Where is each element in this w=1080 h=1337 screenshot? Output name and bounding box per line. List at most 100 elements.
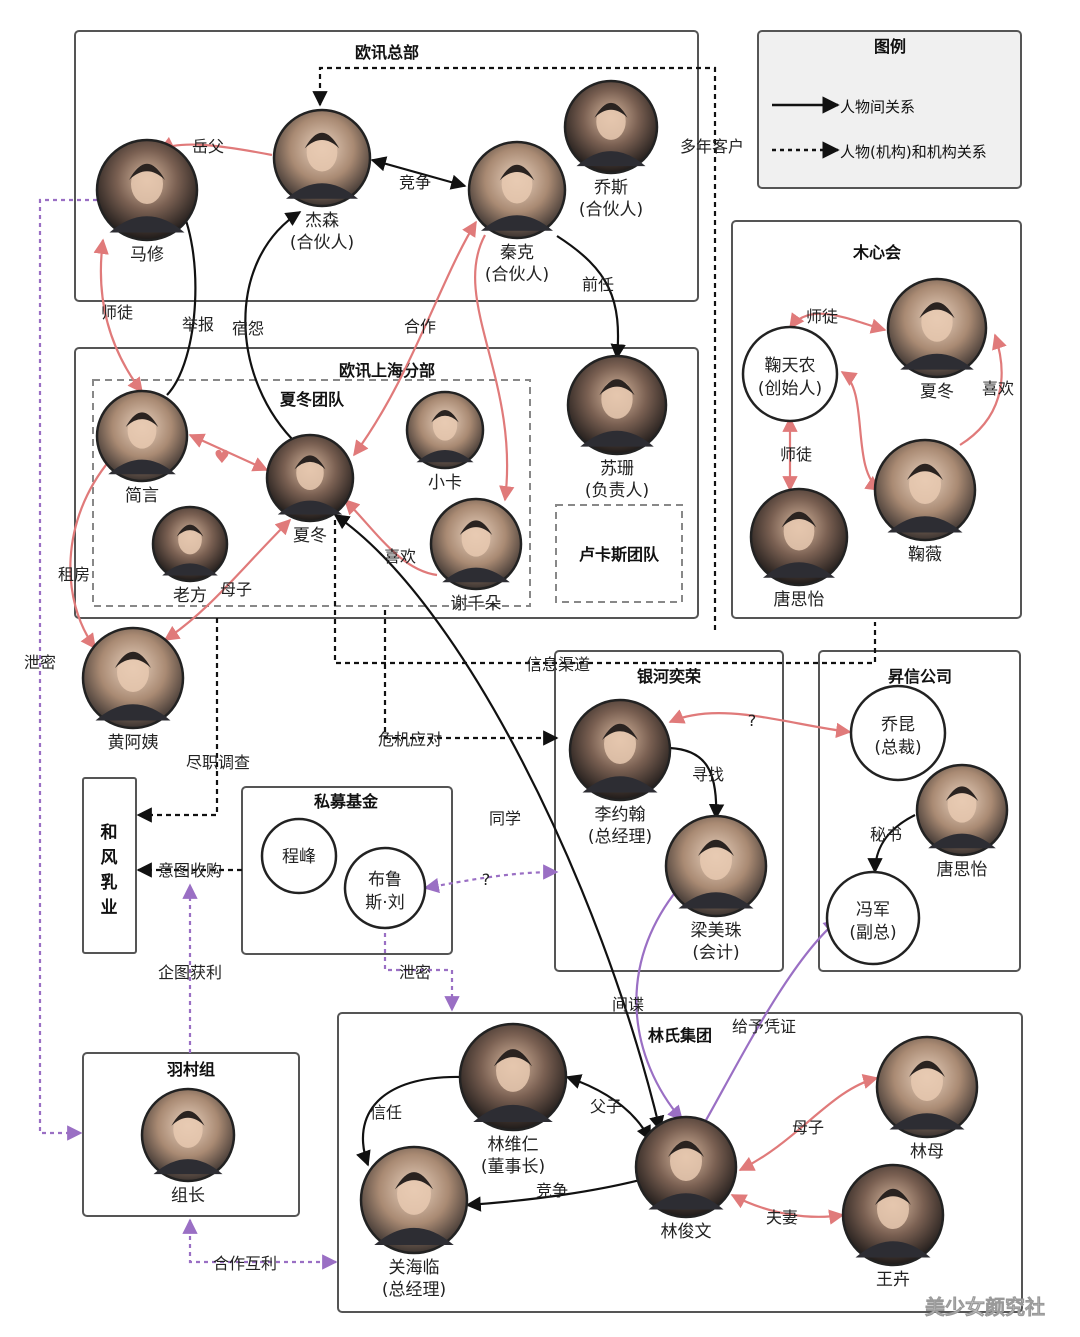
face-shape xyxy=(127,412,157,449)
shoulders-shape xyxy=(286,183,358,199)
hair-shape xyxy=(875,1188,911,1205)
link-jiyu xyxy=(704,919,840,1123)
person-name: 梁美珠 xyxy=(691,921,742,941)
hair-shape xyxy=(171,1110,205,1126)
link-jingzheng1 xyxy=(370,156,467,190)
person-node-liangmeizhu: 梁美珠(会计) xyxy=(664,814,768,963)
hair-shape xyxy=(907,463,943,480)
shoulders-shape xyxy=(582,776,658,793)
label-zufang: 租房 xyxy=(58,565,90,584)
person-role: (副总) xyxy=(849,923,896,943)
label-shitu2: 师徒 xyxy=(806,307,838,326)
person-node-xiadong2: 夏冬 xyxy=(886,277,988,402)
link-fuv1 xyxy=(474,234,515,502)
link-zufang xyxy=(69,459,111,650)
label-jiyu: 给予凭证 xyxy=(732,1017,796,1036)
label-xunzhao: 寻找 xyxy=(692,765,724,784)
person-node-linweiren: 林维仁(董事长) xyxy=(458,1022,568,1177)
person-name: 苏珊 xyxy=(600,459,634,479)
label-xiemi1: 泄密 xyxy=(24,653,56,672)
link-fuzi xyxy=(565,1074,651,1142)
link-xihuan1 xyxy=(343,498,438,577)
face-shape xyxy=(877,1189,909,1229)
person-node-jutiannong: 鞠天农(创始人) xyxy=(741,325,839,423)
person-name: 秦克 xyxy=(500,243,534,263)
hair-shape xyxy=(499,164,535,181)
person-node-bulusi: 布鲁斯·刘 xyxy=(343,846,427,930)
label-jiandie: 间谍 xyxy=(612,995,644,1014)
person-role: (总经理) xyxy=(382,1280,446,1300)
face-shape xyxy=(178,524,202,555)
face-shape xyxy=(911,1061,943,1101)
link-suyuan xyxy=(244,211,302,446)
link-jinzhi xyxy=(136,618,219,823)
group-title-shengxin: 昇信公司 xyxy=(888,667,952,686)
hair-shape xyxy=(129,163,165,180)
person-role: 斯·刘 xyxy=(365,893,404,913)
person-name: 鞠天农 xyxy=(765,356,816,376)
label-shitu1: 师徒 xyxy=(101,303,133,322)
hair-shape xyxy=(781,511,817,528)
link-xinxi xyxy=(333,520,877,665)
person-role: (合伙人) xyxy=(485,265,549,285)
face-shape xyxy=(601,379,633,419)
hair-shape xyxy=(668,1140,704,1157)
person-node-linjunwen: 林俊文 xyxy=(634,1115,738,1242)
person-node-linmu: 林母 xyxy=(875,1035,979,1162)
face-shape xyxy=(397,1172,431,1215)
person-node-guanhailin: 关海临(总经理) xyxy=(359,1145,469,1300)
person-node-liyuehan: 李约翰(总经理) xyxy=(568,698,672,847)
label-jingzheng2: 竞争 xyxy=(536,1181,568,1200)
person-node-fengjun: 冯军(副总) xyxy=(825,870,921,966)
person-role: (总裁) xyxy=(874,738,921,758)
person-circle xyxy=(849,684,947,782)
person-name: 关海临 xyxy=(389,1258,440,1278)
hair-shape xyxy=(493,1049,533,1067)
label-question1: ? xyxy=(748,711,757,730)
person-node-juwei: 鞠薇 xyxy=(873,438,977,565)
person-circle xyxy=(741,325,839,423)
person-node-tangsiyi: 唐思怡 xyxy=(749,487,849,610)
face-shape xyxy=(783,512,815,551)
legend: 人物间关系 人物(机构)和机构关系 xyxy=(772,96,987,161)
link-xiemi1 xyxy=(38,198,97,1141)
label-mishu: 秘书 xyxy=(870,825,902,844)
hair-shape xyxy=(919,302,955,319)
shoulders-shape xyxy=(763,562,835,578)
person-role: (合伙人) xyxy=(290,233,354,253)
group-title-hefeng: 和风乳业 xyxy=(101,823,118,918)
link-xihuan2 xyxy=(959,333,1007,446)
person-name: 老方 xyxy=(173,586,207,606)
label-muzi2: 母子 xyxy=(792,1118,824,1137)
link-fuv2 xyxy=(840,371,882,491)
person-circle xyxy=(825,870,921,966)
link-tongxue xyxy=(333,514,665,1132)
link-jianyan-xiadong xyxy=(188,433,269,472)
label-muzi1: 母子 xyxy=(220,580,252,599)
box-linshi xyxy=(337,1012,1023,1313)
hair-shape xyxy=(909,1060,945,1077)
link-xunzhao xyxy=(669,746,725,820)
face-shape xyxy=(461,520,491,557)
person-node-xiaoka: 小卡 xyxy=(405,390,485,493)
person-name: 布鲁 xyxy=(368,870,402,890)
link-jingzheng2 xyxy=(465,1178,641,1212)
hair-shape xyxy=(115,651,151,668)
hair-shape xyxy=(125,412,159,427)
label-xinxi: 信息渠道 xyxy=(526,655,590,674)
person-node-xiadong: 夏冬 xyxy=(265,433,355,546)
person-node-qiaokun: 乔昆(总裁) xyxy=(849,684,947,782)
label-duonian: 多年客户 xyxy=(680,137,744,156)
link-weiji xyxy=(383,610,559,746)
link-shitu2 xyxy=(789,312,887,334)
link-hezuo xyxy=(353,220,477,457)
person-role: (董事长) xyxy=(481,1157,545,1177)
link-shitu1 xyxy=(93,238,143,394)
hair-shape xyxy=(304,132,340,149)
group-title-xiadong-team: 夏冬团队 xyxy=(279,390,345,409)
person-node-wanghui: 王卉 xyxy=(841,1163,945,1290)
label-yitu: 意图收购 xyxy=(158,861,222,880)
link-xinren xyxy=(356,1075,463,1167)
link-duonian xyxy=(312,66,717,630)
group-title-linshi: 林氏集团 xyxy=(648,1026,712,1045)
